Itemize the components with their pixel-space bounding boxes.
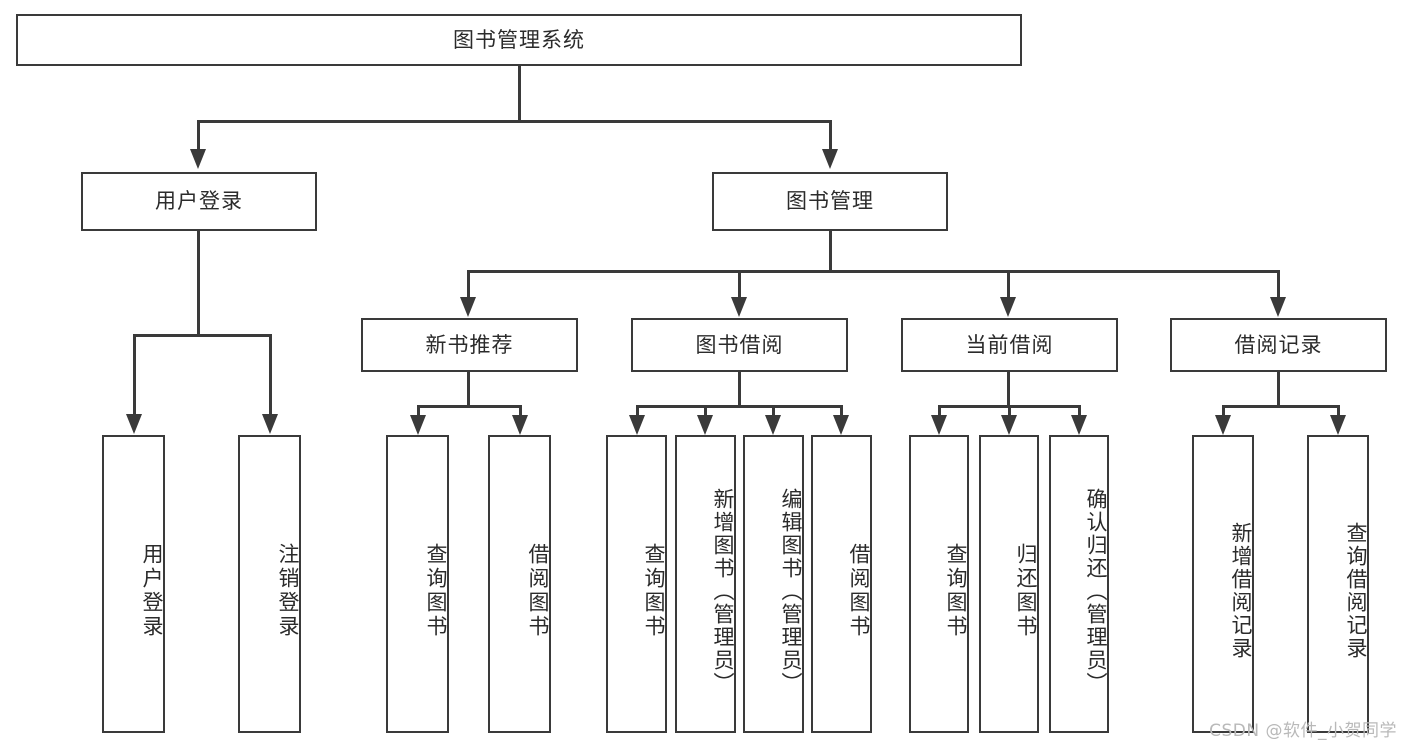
connector-level3-drop-3 [1007,270,1010,298]
arrow-to-user-login [190,149,206,169]
arrow-to-borrow-record [1270,297,1286,317]
node-book-manage[interactable]: 图书管理 [712,172,948,231]
leaf-add-record[interactable]: 新增借阅记录 [1192,435,1254,733]
arrow-to-book-borrow [731,297,747,317]
arrow-to-leaf-query-record [1330,415,1346,435]
leaf-query-record[interactable]: 查询借阅记录 [1307,435,1369,733]
connector-root-stem [518,66,521,122]
connector-user-login-stem [197,231,200,336]
node-book-borrow[interactable]: 图书借阅 [631,318,848,372]
node-current-borrow[interactable]: 当前借阅 [901,318,1118,372]
connector-book-manage-stem [829,231,832,272]
connector-br-bus [1222,405,1337,408]
node-root-label: 图书管理系统 [453,27,585,52]
connector-nbr-drop-1 [417,405,420,417]
watermark-text: CSDN @软件_小贺同学 [1209,721,1397,741]
leaf-confirm-return-label: 确认归还（管理员） [1084,487,1108,695]
leaf-logout-login[interactable]: 注销登录 [238,435,301,733]
arrow-to-new-book-recommend [460,297,476,317]
leaf-borrow-book-1-label: 借阅图书 [526,543,550,639]
leaf-query-book-2[interactable]: 查询图书 [606,435,667,733]
arrow-to-leaf-user-login [126,414,142,434]
connector-br-stem [1277,372,1280,407]
connector-bb-bus [636,405,840,408]
arrow-to-leaf-add-book [697,415,713,435]
leaf-user-login-label: 用户登录 [140,543,164,639]
connector-cb-drop-1 [938,405,941,417]
leaf-edit-book[interactable]: 编辑图书（管理员） [743,435,804,733]
connector-level3-drop-2 [738,270,741,298]
leaf-add-record-label: 新增借阅记录 [1229,522,1253,660]
arrow-to-leaf-query-book-3 [931,415,947,435]
leaf-query-book-1-label: 查询图书 [424,543,448,639]
leaf-add-book-label: 新增图书（管理员） [711,487,735,695]
connector-br-drop-1 [1222,405,1225,417]
arrow-to-leaf-add-record [1215,415,1231,435]
connector-level3-drop-1 [467,270,470,298]
node-new-book-recommend[interactable]: 新书推荐 [361,318,578,372]
connector-level3-drop-4 [1277,270,1280,298]
leaf-user-login[interactable]: 用户登录 [102,435,165,733]
connector-cb-drop-2 [1008,405,1011,417]
connector-nbr-stem [467,372,470,407]
node-current-borrow-label: 当前借阅 [965,332,1054,357]
arrow-to-book-manage [822,149,838,169]
arrow-to-leaf-return-book [1001,415,1017,435]
node-user-login-label: 用户登录 [155,189,243,214]
leaf-logout-login-label: 注销登录 [276,543,300,639]
connector-user-login-bus [133,334,269,337]
connector-cb-stem [1007,372,1010,407]
arrow-to-leaf-borrow-book-1 [512,415,528,435]
arrow-to-leaf-edit-book [765,415,781,435]
node-book-manage-label: 图书管理 [786,189,874,214]
leaf-query-book-2-label: 查询图书 [642,543,666,639]
leaf-query-book-3[interactable]: 查询图书 [909,435,969,733]
connector-br-drop-2 [1337,405,1340,417]
node-new-book-recommend-label: 新书推荐 [425,332,514,357]
node-book-borrow-label: 图书借阅 [695,332,784,357]
connector-bb-drop-2 [704,405,707,417]
leaf-return-book[interactable]: 归还图书 [979,435,1039,733]
connector-nbr-drop-2 [519,405,522,417]
leaf-query-book-3-label: 查询图书 [944,543,968,639]
connector-level3-bus [467,270,1279,273]
connector-user-login-drop-2 [269,334,272,415]
leaf-add-book[interactable]: 新增图书（管理员） [675,435,736,733]
leaf-confirm-return[interactable]: 确认归还（管理员） [1049,435,1109,733]
connector-bb-drop-1 [636,405,639,417]
connector-level2-drop-right [829,120,832,150]
leaf-borrow-book-2[interactable]: 借阅图书 [811,435,872,733]
connector-nbr-bus [417,405,519,408]
arrow-to-leaf-logout-login [262,414,278,434]
arrow-to-current-borrow [1000,297,1016,317]
leaf-return-book-label: 归还图书 [1014,543,1038,639]
connector-user-login-drop-1 [133,334,136,415]
connector-bb-drop-3 [772,405,775,417]
node-user-login[interactable]: 用户登录 [81,172,317,231]
leaf-query-record-label: 查询借阅记录 [1344,522,1368,660]
connector-level2-drop-left [197,120,200,150]
connector-bb-drop-4 [840,405,843,417]
arrow-to-leaf-query-book-1 [410,415,426,435]
leaf-borrow-book-1[interactable]: 借阅图书 [488,435,551,733]
node-borrow-record[interactable]: 借阅记录 [1170,318,1387,372]
leaf-edit-book-label: 编辑图书（管理员） [779,487,803,695]
connector-cb-drop-3 [1078,405,1081,417]
arrow-to-leaf-confirm-return [1071,415,1087,435]
arrow-to-leaf-query-book-2 [629,415,645,435]
node-root[interactable]: 图书管理系统 [16,14,1022,66]
connector-level2-bus [197,120,831,123]
leaf-borrow-book-2-label: 借阅图书 [847,543,871,639]
node-borrow-record-label: 借阅记录 [1234,332,1323,357]
leaf-query-book-1[interactable]: 查询图书 [386,435,449,733]
arrow-to-leaf-borrow-book-2 [833,415,849,435]
connector-bb-stem [738,372,741,407]
